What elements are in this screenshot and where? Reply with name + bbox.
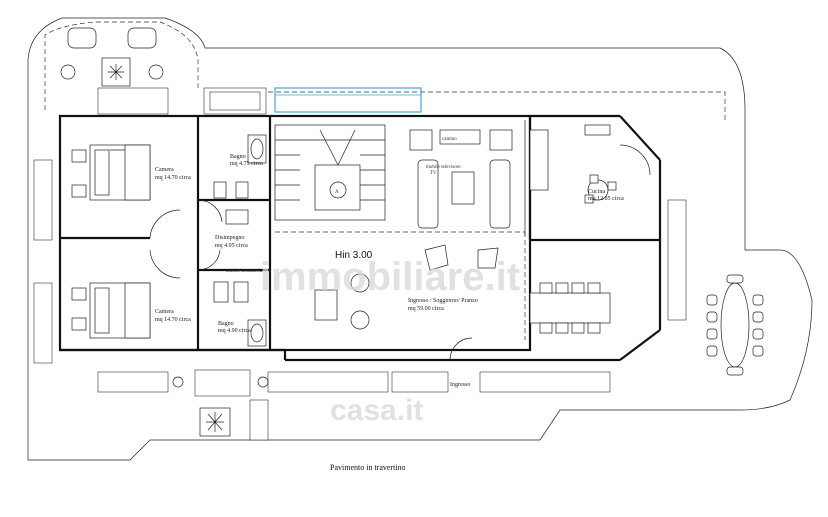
label-tv: TV [430,171,437,176]
room-soggiorno-name: Ingresso / Soggiorno/ Pranzo [408,298,478,304]
terrace-inner-dash [44,21,726,120]
label-mobile-lavanderia: mobile lavanderia [226,269,263,274]
glass-rail [274,87,422,113]
room-bagno-top-name: Bagno [230,154,246,160]
terrace-outline [27,17,813,461]
room-cucina-name: Cucina [588,189,605,195]
room-bagno-bottom-name: Bagno [218,321,234,327]
bathroom-top-fixtures [213,134,267,225]
bed-bottom [71,282,151,339]
watermark-main: immobiliare.it [260,255,520,299]
perimeter-planters [33,87,687,441]
label-ingresso: Ingresso [450,382,470,388]
room-camera-top-name: Camera [155,167,174,173]
dining-table [529,282,611,334]
room-disimpegno-area: mq 4.95 circa [215,243,248,249]
room-soggiorno-area: mq 59.00 circa [408,306,444,312]
terrace-bottom-plant [172,376,269,437]
hallway-doors [149,144,651,361]
staircase: A [274,124,386,221]
kitchen-fixtures [529,124,617,204]
label-camino: camino [442,137,457,142]
room-disimpegno-name: Disimpegno [215,235,244,241]
room-camera-bottom-area: mq 14.70 circa [155,317,191,323]
terrace-dining [706,274,764,376]
stair-mark: A [335,190,339,195]
room-camera-top-area: mq 14.70 circa [155,175,191,181]
bathroom-bottom-fixtures [213,281,267,347]
room-cucina-area: mq 12.85 circa [588,196,624,202]
exterior-walls [58,114,662,362]
bed-top [71,144,151,201]
room-bagno-top-area: mq 4.75 circa [230,161,263,167]
label-mobile-tv: mobile televisore [426,165,461,170]
room-camera-bottom-name: Camera [155,309,174,315]
terrace-top-lounge [60,27,164,87]
label-pavimento: Pavimento in travertino [330,463,406,472]
room-bagno-bottom-area: mq 4.90 circa [218,328,251,334]
watermark-secondary: casa.it [330,394,423,427]
living-furniture [314,129,513,330]
ceiling-height: Hin 3.00 [335,250,373,261]
